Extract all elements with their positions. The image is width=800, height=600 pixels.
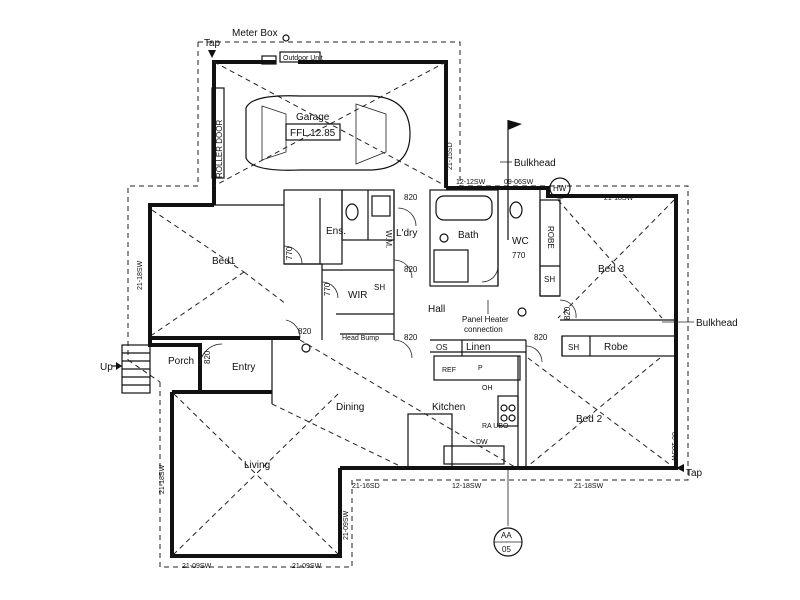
hw-label: HW (553, 184, 567, 193)
tap-top-label: Tap (204, 38, 221, 49)
dim-820-bed1: 820 (298, 327, 312, 336)
tap-right-label: Tap (686, 468, 703, 479)
dim-820-porch: 820 (203, 350, 212, 364)
dim-820-hall: 820 (404, 333, 418, 342)
window-21-15sd: 21-15SD (447, 142, 454, 170)
ceiling-diagonals (151, 61, 675, 555)
exterior-walls (148, 60, 678, 558)
dim-820-bed2: 820 (534, 333, 548, 342)
section-marker (493, 470, 523, 557)
outdoor-unit (279, 51, 321, 63)
head-bump-label: Head Bump (342, 335, 379, 342)
linen-label: Linen (466, 342, 490, 353)
dw-label: DW (476, 439, 488, 446)
outdoor-unit-label: Outdoor Unit (283, 55, 323, 62)
window-09-06sw: 09-06SW (504, 179, 534, 186)
fixtures (301, 195, 527, 422)
porch-label: Porch (168, 356, 194, 367)
sh-bed2-label: SH (568, 343, 579, 352)
meter-box (261, 55, 277, 65)
interior-walls (214, 189, 677, 469)
window-21-18sw-left: 21-18SW (137, 260, 144, 290)
dim-770-ens: 770 (285, 246, 294, 260)
window-21-09sw-bl: 21-09SW (182, 563, 212, 570)
hall-label: Hall (428, 304, 445, 315)
window-21-16sd: 21-16SD (352, 483, 380, 490)
tap-top-marker (208, 50, 216, 58)
up-label: Up (100, 362, 113, 373)
meter-symbol (282, 34, 290, 42)
entry-label: Entry (232, 362, 255, 373)
kitchen-label: Kitchen (432, 402, 465, 413)
oh-label: OH (482, 385, 493, 392)
window-21-18sw-bottom: 21-18SW (574, 483, 604, 490)
tap-right-marker (676, 464, 684, 472)
window-21-18sw-living: 21-18SW (159, 464, 166, 494)
garage-label: Garage (296, 112, 330, 123)
panel-heater-label-2: connection (464, 325, 503, 334)
dim-820-ldry: 820 (404, 193, 418, 202)
section-sheet-label: 05 (502, 545, 511, 554)
dim-770-wc: 770 (512, 251, 526, 260)
garage-ffl-label: FFL 12.85 (290, 128, 336, 139)
wc-label: WC (512, 236, 529, 247)
sh-bed3-label: SH (544, 275, 555, 284)
window-06-18sw: 06-18SW (670, 432, 677, 462)
os-label: OS (436, 343, 448, 352)
roof-outline (127, 41, 689, 568)
bed2-label: Bed 2 (576, 414, 603, 425)
window-12-12sw: 12-12SW (456, 179, 486, 186)
wir-label: WIR (348, 290, 367, 301)
window-12-18sw: 12-18SW (452, 483, 482, 490)
porch-stairs (112, 344, 151, 394)
ref-label: REF (442, 367, 456, 374)
hot-water-unit (549, 177, 571, 199)
bath-label: Bath (458, 230, 479, 241)
dim-820-bed3: 820 (563, 306, 572, 320)
sh-ens-label: SH (374, 283, 385, 292)
bulkhead-right-label: Bulkhead (696, 318, 738, 329)
ra-uro-label: RA UBO (482, 423, 509, 430)
dim-770-wir: 770 (323, 282, 332, 296)
bed3-label: Bed 3 (598, 264, 625, 275)
section-code-label: AA (501, 531, 512, 540)
dim-820-ldry-lower: 820 (404, 265, 418, 274)
car-icon (245, 95, 411, 171)
window-21-09sw-br: 21-09SW (292, 563, 322, 570)
bed1-label: Bed1 (212, 256, 236, 267)
roller-door-label: ROLLER DOOR (215, 120, 224, 178)
wm-label: W.M. (384, 230, 393, 248)
panel-heater-label-1: Panel Heater (462, 315, 509, 324)
ldry-label: L'dry (396, 228, 417, 239)
robe-bed2-label: Robe (604, 342, 628, 353)
bulkhead-flag (500, 120, 522, 186)
dining-label: Dining (336, 402, 364, 413)
robe-vertical-label: ROBE (546, 226, 555, 249)
p-label: P (478, 365, 483, 372)
door-swings (199, 207, 577, 367)
living-label: Living (244, 460, 270, 471)
window-21-18sw-top: 21-18SW (604, 195, 634, 202)
window-21-09sw-right: 21-09SW (343, 510, 350, 540)
ens-label: Ens. (326, 226, 346, 237)
bulkhead-top-label: Bulkhead (514, 158, 556, 169)
meter-box-label: Meter Box (232, 28, 278, 39)
roller-door (211, 87, 225, 179)
